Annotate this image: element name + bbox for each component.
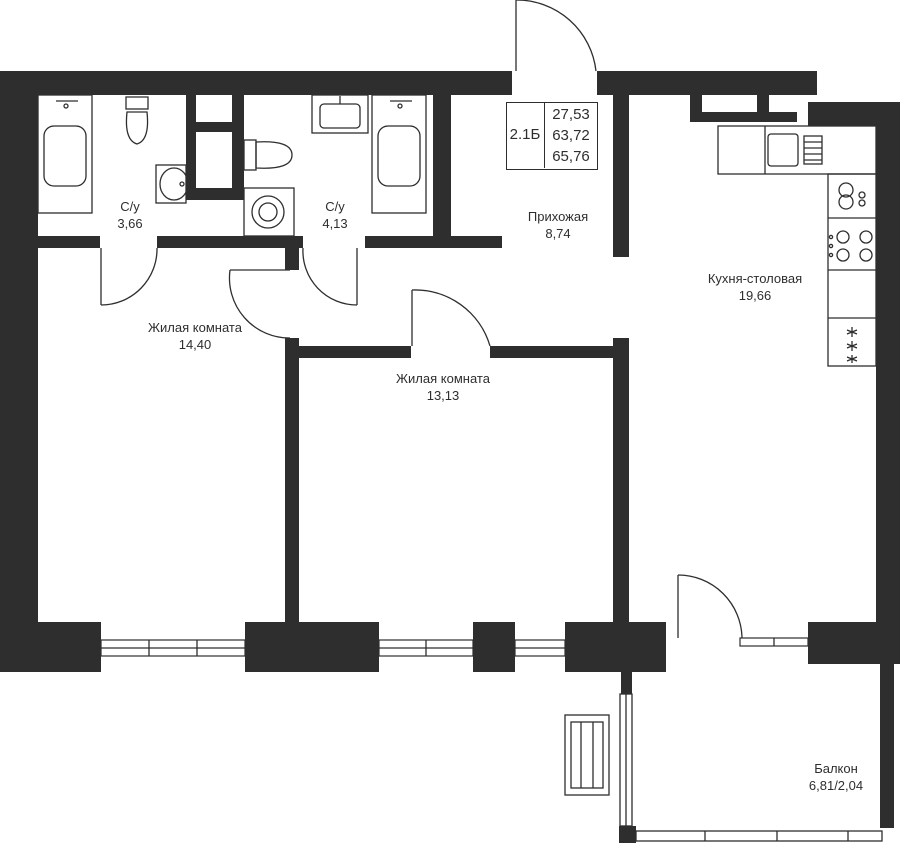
apartment-areas: 27,53 63,72 65,76: [546, 104, 596, 167]
room-label-bath-right: С/у 4,13: [311, 198, 359, 232]
room-label-balcony: Балкон 6,81/2,04: [796, 760, 876, 794]
room-area: 3,66: [117, 216, 143, 231]
kitchen-fixtures: [717, 125, 877, 367]
bath-left-fixtures: [37, 94, 189, 214]
room-area: 19,66: [738, 288, 772, 303]
exterior-walls: [0, 71, 900, 672]
room-area: 6,81/2,04: [808, 778, 864, 793]
area-total: 63,72: [552, 127, 590, 144]
room-area: 13,13: [426, 388, 460, 403]
room-name: Прихожая: [527, 209, 589, 224]
room-name: Кухня-столовая: [707, 271, 803, 286]
room-label-hallway: Прихожая 8,74: [510, 208, 606, 242]
room-label-kitchen: Кухня-столовая 19,66: [690, 270, 820, 304]
balcony: [564, 664, 894, 843]
info-box-frame: [506, 102, 598, 170]
info-box-divider: [544, 102, 545, 168]
room-name: С/у: [325, 199, 345, 214]
room-name: Жилая комната: [148, 320, 242, 335]
doors: [100, 0, 743, 639]
room-name: Балкон: [814, 761, 858, 776]
room-label-bath-left: С/у 3,66: [106, 198, 154, 232]
room-area: 4,13: [322, 216, 348, 231]
bath-right-fixtures: [243, 94, 427, 237]
apartment-code: 2.1Б: [509, 126, 541, 143]
apartment-info-box: 2.1Б 27,53 63,72 65,76: [506, 102, 598, 170]
room-area: 8,74: [545, 226, 571, 241]
interior-walls: [38, 95, 629, 622]
room-label-living-mid: Жилая комната 13,13: [378, 370, 508, 404]
room-label-living-left: Жилая комната 14,40: [130, 319, 260, 353]
room-name: С/у: [120, 199, 140, 214]
area-living: 27,53: [552, 106, 590, 123]
area-total-with-balcony: 65,76: [552, 148, 590, 165]
room-area: 14,40: [178, 337, 212, 352]
room-name: Жилая комната: [396, 371, 490, 386]
windows: [100, 637, 809, 657]
